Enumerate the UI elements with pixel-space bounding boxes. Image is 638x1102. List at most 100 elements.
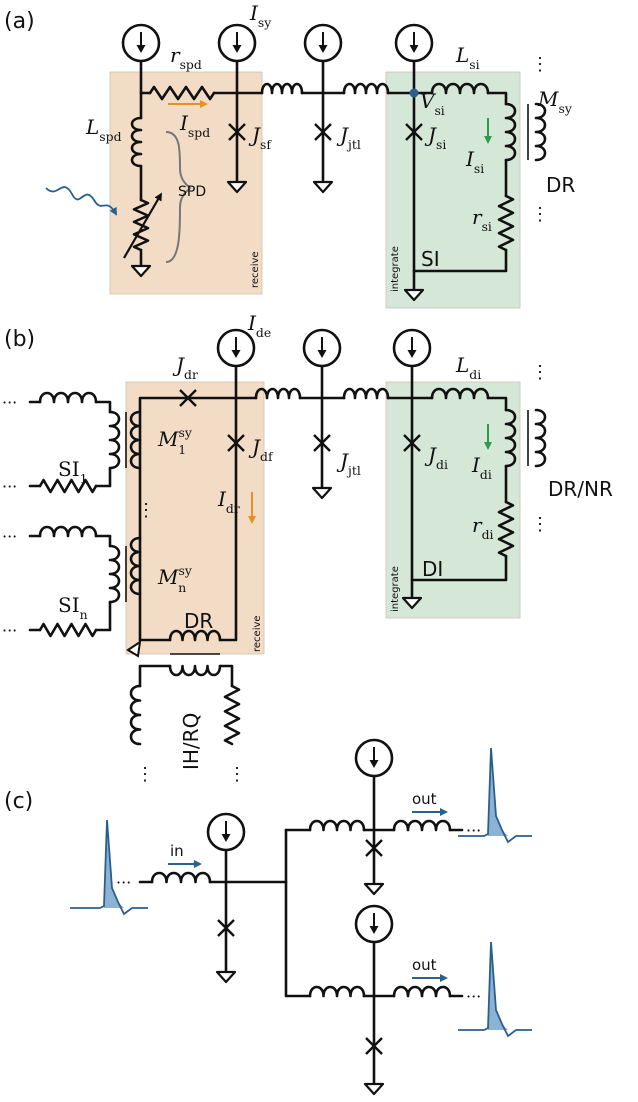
- junction-c-bottom: [365, 1037, 383, 1055]
- junction-stroke: [365, 1037, 383, 1055]
- ellipsis-b-si1-top: ···: [2, 393, 17, 412]
- label-SIn: SIn: [58, 593, 88, 622]
- current-source-arrow-head: [318, 45, 328, 53]
- pulse-fill: [488, 748, 508, 836]
- current-source-arrow-head: [407, 350, 417, 358]
- ellipsis-b-rq: ⋮: [228, 764, 246, 785]
- label-r-spd: rspd: [170, 43, 202, 72]
- inductor-di-primary: [504, 408, 517, 468]
- ground-icon: [363, 1082, 385, 1096]
- resistor-sin: [38, 622, 98, 638]
- label-SI1: SI1: [58, 457, 88, 486]
- inductor-sin-top: [38, 525, 98, 538]
- junction-stroke: [179, 389, 197, 407]
- label-V-si: Vsi: [420, 89, 445, 118]
- inductor-c-top-1: [308, 819, 366, 832]
- ellipsis-b-sin-top: ···: [2, 527, 17, 546]
- current-source-icon: [206, 812, 246, 852]
- wire: [94, 466, 112, 488]
- current-source-icon: [392, 328, 432, 368]
- ground-icon: [226, 180, 248, 194]
- label-I-sy: Isy: [249, 1, 271, 30]
- current-source-icon: [303, 23, 343, 63]
- current-source-arrow-head: [369, 926, 379, 934]
- wire: [138, 396, 258, 642]
- current-source-icon: [302, 328, 342, 368]
- resistor-r-di: [497, 500, 515, 558]
- integrate-label-b: integrate: [390, 566, 401, 612]
- junction-stroke: [228, 123, 246, 141]
- label-DR-a: DR: [546, 173, 575, 197]
- junction-J-si: [405, 123, 423, 141]
- label-I-di: Idi: [471, 453, 492, 482]
- wire: [218, 664, 234, 688]
- junction-J-dr: [179, 389, 197, 407]
- inductor-Mn-primary: [108, 544, 121, 604]
- photon-icon: [45, 186, 117, 216]
- label-J-si: Jsi: [424, 123, 446, 152]
- ellipsis-b-ih: ⋮: [136, 764, 154, 785]
- label-out-top: out: [412, 790, 437, 808]
- current-source-arrow-head: [232, 45, 242, 53]
- ellipsis-b-si1-bottom: ···: [2, 477, 17, 496]
- variable-resistor-arrow: [123, 192, 163, 259]
- resistor-spd-variable: [132, 198, 150, 252]
- current-source-arrow-head: [136, 45, 146, 53]
- junction-J-sf: [228, 123, 246, 141]
- label-L-di: Ldi: [455, 353, 481, 382]
- current-source-icon: [217, 23, 257, 63]
- inductor-ih: [129, 684, 142, 746]
- wire: [410, 554, 508, 582]
- ground-icon: [403, 288, 425, 302]
- receive-label-a: receive: [250, 251, 261, 288]
- label-DR-NR: DR/NR: [548, 477, 613, 501]
- label-I-de: Ide: [247, 311, 271, 340]
- panel-tag-a: (a): [4, 9, 35, 34]
- label-M-sy: Msy: [537, 87, 572, 116]
- current-source-icon: [354, 738, 394, 778]
- pulse-trace: [458, 747, 532, 844]
- receive-box-b: [125, 381, 265, 655]
- pulse-icon-output-bottom: [458, 941, 532, 1038]
- inductor-ih-input: [168, 664, 222, 677]
- integrate-label-a: integrate: [390, 246, 401, 292]
- label-DI: DI: [422, 557, 443, 581]
- label-in: in: [170, 842, 184, 860]
- current-source-arrow-head: [369, 760, 379, 768]
- ground-icon: [311, 486, 333, 500]
- junction-J-jtl-b: [313, 434, 331, 452]
- current-source-icon: [121, 23, 161, 63]
- ground-icon: [215, 970, 237, 984]
- inductor-M-sy-primary: [504, 102, 517, 162]
- label-I-spd: Ispd: [179, 111, 210, 140]
- current-source-arrow-head: [221, 834, 231, 842]
- label-out-bottom: out: [412, 956, 437, 974]
- ellipsis-b-sin-bottom: ···: [2, 621, 17, 640]
- inductor-dr-output: [168, 629, 222, 642]
- inductor-Mn-secondary: [129, 536, 142, 596]
- junction-stroke: [217, 919, 235, 937]
- integrate-box-b: [385, 381, 521, 619]
- wire: [94, 600, 112, 632]
- label-SI: SI: [421, 247, 440, 271]
- current-source-icon: [394, 23, 434, 63]
- current-source-arrow-head: [409, 45, 419, 53]
- wire: [412, 248, 508, 273]
- label-L-si: Lsi: [455, 43, 480, 72]
- label-J-di: Jdi: [424, 443, 448, 472]
- label-I-dr: Idr: [217, 487, 240, 516]
- resistor-rq: [223, 684, 241, 746]
- inductor-c-in: [150, 871, 212, 884]
- label-J-df: Jdf: [248, 435, 274, 464]
- label-J-jtl-b: Jjtl: [336, 449, 361, 478]
- pulse-trace: [458, 941, 532, 1038]
- wire: [486, 396, 508, 412]
- pulse-icon-output-top: [458, 747, 532, 844]
- inductor-c-top-2: [392, 819, 452, 832]
- wire: [486, 91, 508, 106]
- junction-J-df: [227, 434, 245, 452]
- inductor-jtl-b1: [254, 387, 302, 400]
- label-J-jtl-a: Jjtl: [336, 123, 361, 152]
